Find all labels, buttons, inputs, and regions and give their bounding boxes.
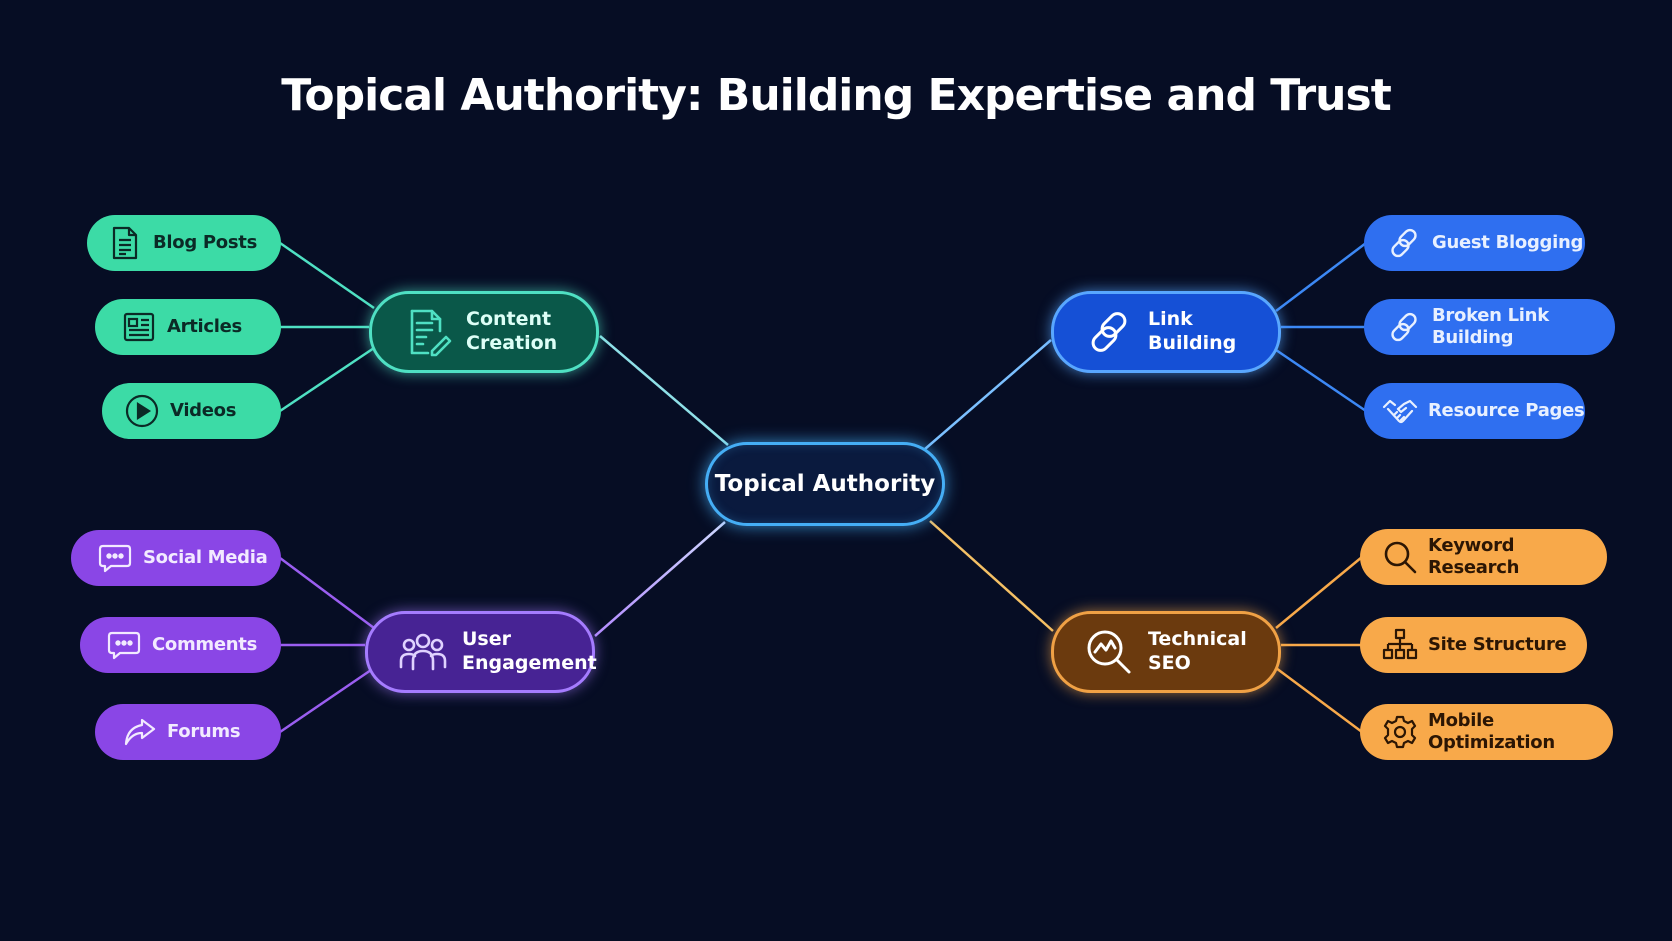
leaf-articles: Articles — [95, 299, 281, 355]
leaf-label: Keyword Research — [1428, 534, 1520, 579]
leaf-mobile-optimization: Mobile Optimization — [1360, 704, 1613, 760]
connector-videos — [279, 346, 375, 413]
share-arrow-icon — [121, 714, 157, 750]
center-node-label: Topical Authority — [714, 470, 936, 497]
leaf-resource-pages: Resource Pages — [1364, 383, 1585, 439]
branch-technical-seo: Technical SEO — [1051, 611, 1281, 693]
connector-forums — [279, 666, 375, 734]
gear-icon — [1382, 714, 1418, 750]
diagram-title: Topical Authority: Building Expertise an… — [281, 70, 1391, 121]
leaf-label: Guest Blogging — [1432, 231, 1584, 253]
center-node-topical-authority: Topical Authority — [705, 442, 945, 526]
leaf-label: Resource Pages — [1428, 399, 1585, 421]
leaf-label: Site Structure — [1428, 633, 1567, 655]
leaf-guest-blogging: Guest Blogging — [1364, 215, 1585, 271]
leaf-keyword-research: Keyword Research — [1360, 529, 1607, 585]
connector-technical-seo — [929, 520, 1054, 632]
link-icon — [1084, 307, 1134, 357]
connector-blog-posts — [279, 241, 375, 310]
branch-label: Content Creation — [466, 308, 558, 354]
connector-guest-blogging — [1275, 242, 1367, 312]
leaf-label: Videos — [170, 399, 237, 421]
leaf-label: Forums — [167, 720, 241, 742]
branch-user-engagement: User Engagement — [365, 611, 597, 693]
newspaper-icon — [121, 309, 157, 345]
connector-mobile-optimization — [1275, 666, 1363, 734]
leaf-label: Mobile Optimization — [1428, 709, 1555, 754]
play-circle-icon — [124, 393, 160, 429]
leaf-label: Articles — [167, 315, 242, 337]
leaf-blog-posts: Blog Posts — [87, 215, 281, 271]
link-icon — [1386, 309, 1422, 345]
connector-content-creation — [599, 335, 729, 446]
chat-bubble-icon — [106, 627, 142, 663]
branch-content-creation: Content Creation — [369, 291, 599, 373]
leaf-label: Comments — [152, 633, 258, 655]
leaf-forums: Forums — [95, 704, 281, 760]
sitemap-icon — [1382, 627, 1418, 663]
branch-label: Link Building — [1148, 308, 1237, 354]
document-icon — [107, 225, 143, 261]
branch-label: User Engagement — [462, 628, 597, 674]
connector-keyword-research — [1275, 556, 1363, 629]
leaf-broken-link-building: Broken Link Building — [1364, 299, 1615, 355]
connector-social-media — [279, 556, 375, 630]
document-edit-icon — [402, 307, 452, 357]
link-icon — [1386, 225, 1422, 261]
leaf-comments: Comments — [80, 617, 281, 673]
chat-bubble-icon — [97, 540, 133, 576]
connector-user-engagement — [594, 521, 726, 637]
connector-link-building — [924, 339, 1052, 450]
leaf-label: Broken Link Building — [1432, 304, 1549, 349]
connector-resource-pages — [1275, 348, 1367, 413]
leaf-label: Blog Posts — [153, 231, 257, 253]
leaf-social-media: Social Media — [71, 530, 281, 586]
magnifier-icon — [1382, 539, 1418, 575]
leaf-label: Social Media — [143, 546, 268, 568]
leaf-site-structure: Site Structure — [1360, 617, 1587, 673]
branch-label: Technical SEO — [1148, 628, 1247, 674]
analytics-search-icon — [1084, 627, 1134, 677]
leaf-videos: Videos — [102, 383, 281, 439]
users-icon — [398, 627, 448, 677]
branch-link-building: Link Building — [1051, 291, 1281, 373]
handshake-icon — [1382, 393, 1418, 429]
